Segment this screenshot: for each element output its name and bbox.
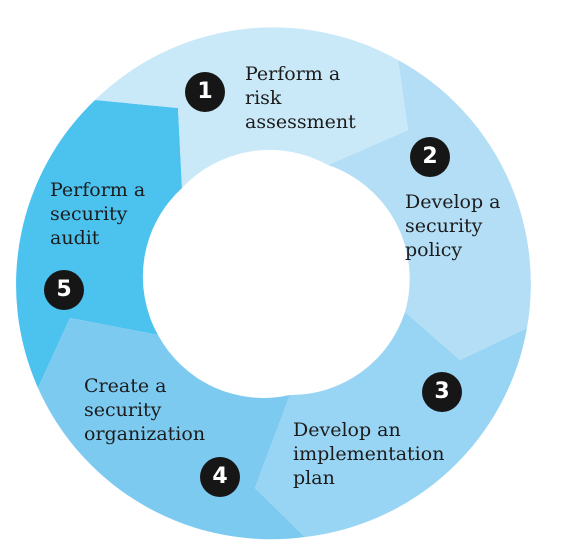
step-2-label: Develop a security policy (405, 191, 501, 261)
step-3-label: Develop an implementation plan (293, 419, 445, 489)
segment-3 (255, 312, 527, 537)
step-4-label: Create a security organization (84, 375, 206, 445)
step-1-label: Perform a risk assessment (245, 63, 356, 133)
segment-1 (95, 27, 408, 189)
step-4-number-badge: 4 (200, 457, 240, 497)
segment-5 (16, 100, 182, 388)
step-2-number-badge: 2 (410, 137, 450, 177)
step-1-number-badge: 1 (185, 72, 225, 112)
segment-2 (328, 60, 531, 360)
step-5-number-badge: 5 (44, 270, 84, 310)
step-5-label: Perform a security audit (50, 179, 146, 249)
step-3-number-badge: 3 (422, 372, 462, 412)
